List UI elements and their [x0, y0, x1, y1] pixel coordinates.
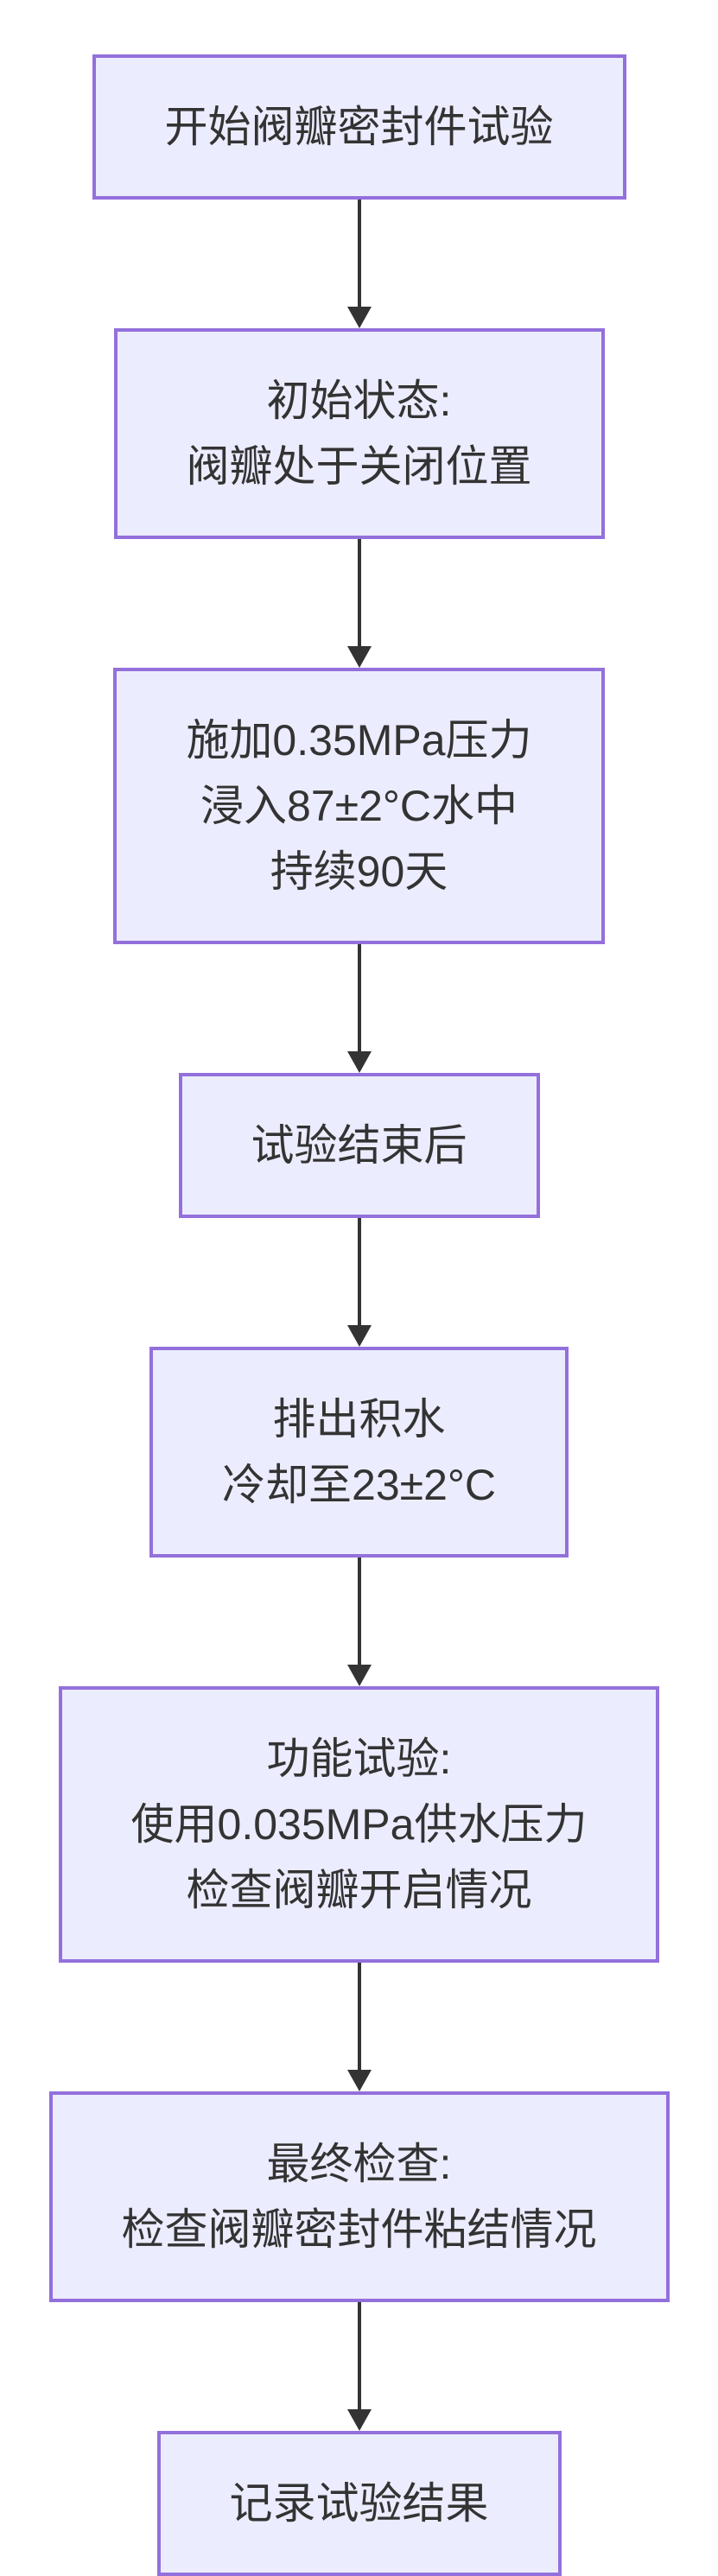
- node-text-line: 最终检查:: [266, 2140, 452, 2188]
- node-text-line: 冷却至23±2°C: [222, 1461, 496, 1509]
- flow-arrow: [346, 2302, 372, 2431]
- arrow-line: [357, 2302, 361, 2410]
- flow-arrow: [346, 1218, 372, 1347]
- arrow-line: [357, 1963, 361, 2071]
- flowchart-node-pressure-immersion: 施加0.35MPa压力 浸入87±2°C水中 持续90天: [113, 668, 605, 944]
- arrow-line: [357, 1218, 361, 1326]
- flow-arrow: [346, 944, 372, 1073]
- node-text-line: 试验结束后: [251, 1121, 467, 1170]
- node-text-line: 阀瓣处于关闭位置: [186, 442, 532, 491]
- flow-arrow: [346, 539, 372, 668]
- flowchart-node-drain-cool: 排出积水 冷却至23±2°C: [149, 1347, 569, 1558]
- flowchart-node-final-check: 最终检查: 检查阀瓣密封件粘结情况: [48, 2091, 670, 2302]
- flowchart-node-record-results: 记录试验结果: [156, 2431, 562, 2576]
- node-text-line: 检查阀瓣密封件粘结情况: [121, 2205, 597, 2254]
- arrowhead-down-icon: [346, 1051, 372, 1073]
- arrowhead-down-icon: [346, 646, 372, 668]
- node-text-line: 使用0.035MPa供水压力: [130, 1800, 588, 1849]
- flow-arrow: [346, 200, 372, 328]
- node-text-line: 检查阀瓣开启情况: [186, 1866, 532, 1914]
- flow-arrow: [346, 1963, 372, 2091]
- arrowhead-down-icon: [346, 2409, 372, 2431]
- node-text-line: 初始状态:: [266, 377, 452, 425]
- node-text-line: 开始阀瓣密封件试验: [164, 103, 554, 151]
- arrow-line: [357, 1558, 361, 1666]
- node-text-line: 施加0.35MPa压力: [186, 716, 532, 765]
- arrowhead-down-icon: [346, 1325, 372, 1347]
- arrowhead-down-icon: [346, 1665, 372, 1686]
- node-text-line: 排出积水: [272, 1395, 446, 1443]
- flow-arrow: [346, 1558, 372, 1686]
- flowchart-node-start: 开始阀瓣密封件试验: [92, 54, 626, 200]
- arrowhead-down-icon: [346, 307, 372, 328]
- node-text-line: 持续90天: [270, 847, 448, 896]
- arrow-line: [357, 944, 361, 1052]
- node-text-line: 浸入87±2°C水中: [200, 782, 518, 830]
- flowchart-node-function-test: 功能试验: 使用0.035MPa供水压力 检查阀瓣开启情况: [58, 1686, 660, 1963]
- flowchart-node-initial-state: 初始状态: 阀瓣处于关闭位置: [113, 328, 605, 539]
- arrow-line: [357, 200, 361, 308]
- arrow-line: [357, 539, 361, 647]
- node-text-line: 功能试验:: [266, 1735, 452, 1783]
- arrowhead-down-icon: [346, 2070, 372, 2091]
- node-text-line: 记录试验结果: [229, 2479, 489, 2528]
- flowchart-node-after-test: 试验结束后: [178, 1073, 540, 1218]
